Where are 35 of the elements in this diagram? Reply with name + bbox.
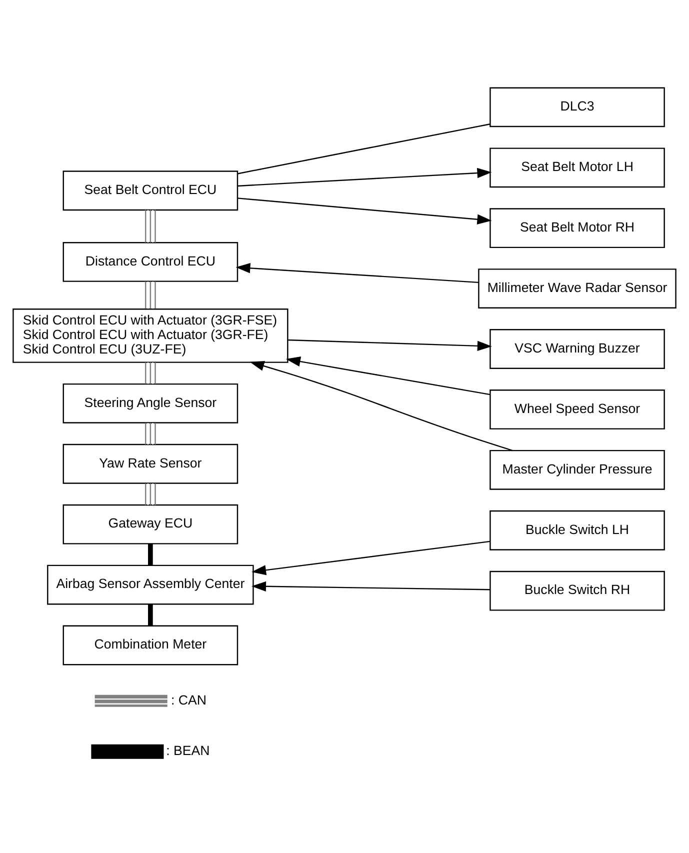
arrow: [251, 580, 490, 591]
node-box: Buckle Switch RH: [490, 570, 665, 610]
connector: [145, 281, 156, 308]
arrow: [250, 360, 513, 451]
node-box: Gateway ECU: [62, 504, 238, 544]
arrow: [286, 356, 490, 395]
node-box: Seat Belt Control ECU: [62, 170, 238, 210]
connector: [148, 543, 153, 565]
node-box: VSC Warning Buzzer: [490, 328, 665, 368]
node-box: Yaw Rate Sensor: [62, 443, 238, 484]
legend-label: : BEAN: [166, 742, 210, 758]
node-box: Millimeter Wave Radar Sensor: [478, 268, 676, 308]
connector: [145, 482, 156, 504]
node-box: Airbag Sensor Assembly Center: [47, 564, 254, 604]
arrow: [288, 338, 492, 350]
node-box: Buckle Switch LH: [490, 510, 665, 550]
connector: [145, 210, 156, 242]
node-box: Distance Control ECU: [62, 242, 238, 282]
arrow: [236, 262, 478, 283]
node-box: Steering Angle Sensor: [62, 382, 238, 423]
node-box: DLC3: [490, 86, 665, 127]
node-box: Master Cylinder Pressure: [490, 449, 665, 490]
legend-label: : CAN: [170, 692, 206, 707]
connector: [237, 123, 490, 174]
node-box: Seat Belt Motor RH: [490, 208, 665, 248]
arrow: [237, 197, 492, 224]
node-box: Wheel Speed Sensor: [490, 389, 665, 429]
node-box: Combination Meter: [62, 624, 238, 665]
node-box: Seat Belt Motor LH: [490, 147, 665, 188]
connector: [148, 604, 153, 626]
connector: [145, 422, 156, 444]
arrow: [238, 167, 492, 186]
node-box: Skid Control ECU with Actuator (3GR-FSE) Skid Control ECU with Actuator (3GR-FE) Skid Control ECU (3UZ-FE): [12, 308, 288, 362]
arrow: [251, 540, 490, 575]
connector: [145, 362, 156, 384]
